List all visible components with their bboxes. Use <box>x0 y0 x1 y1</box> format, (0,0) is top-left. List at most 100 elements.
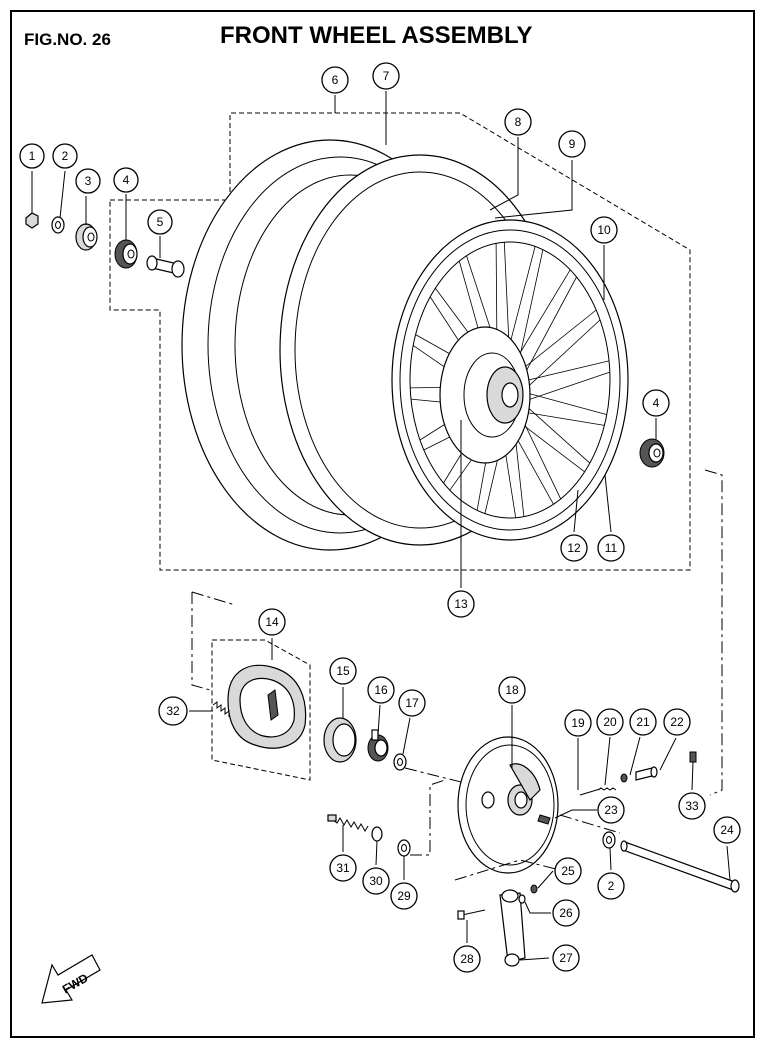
brake-shoes <box>227 664 307 749</box>
callout-9: 9 <box>558 130 586 158</box>
callout-16: 16 <box>367 676 395 704</box>
svg-text:19: 19 <box>571 716 585 730</box>
spoke <box>517 276 577 387</box>
callout-23: 23 <box>597 796 625 824</box>
callout-17: 17 <box>398 689 426 717</box>
svg-text:13: 13 <box>454 597 468 611</box>
brake-panel-part-18 <box>457 736 559 874</box>
fwd-arrow-icon: FWD <box>41 954 101 1004</box>
spoke <box>517 371 610 404</box>
svg-text:25: 25 <box>561 864 575 878</box>
svg-text:15: 15 <box>336 664 350 678</box>
washer-part-30 <box>371 826 383 842</box>
spoke <box>516 360 610 384</box>
svg-text:14: 14 <box>265 615 279 629</box>
callout-18: 18 <box>498 676 526 704</box>
callout-32: 32 <box>158 696 188 726</box>
callout-19: 19 <box>564 709 592 737</box>
spring-part-31 <box>327 814 369 832</box>
svg-text:5: 5 <box>157 215 164 229</box>
svg-text:1: 1 <box>29 149 36 163</box>
svg-text:24: 24 <box>720 823 734 837</box>
svg-text:17: 17 <box>405 696 419 710</box>
callout-1: 1 <box>19 143 45 169</box>
callout-30: 30 <box>362 867 390 895</box>
svg-text:29: 29 <box>397 889 411 903</box>
guide-line-mid <box>404 767 466 784</box>
callout-28: 28 <box>453 945 481 973</box>
callout-2-lower: 2 <box>597 872 625 900</box>
spring-part-32 <box>212 701 230 717</box>
washer-part-2 <box>51 216 65 234</box>
callout-25: 25 <box>554 857 582 885</box>
guide-line-left-top <box>191 591 236 606</box>
hub-disc <box>439 326 531 464</box>
svg-text:32: 32 <box>166 704 180 718</box>
svg-text:30: 30 <box>369 874 383 888</box>
spoke <box>518 399 591 464</box>
spoke <box>514 410 605 426</box>
callout-2: 2 <box>52 143 78 169</box>
washer-part-17 <box>393 753 407 771</box>
callout-22: 22 <box>663 708 691 736</box>
svg-text:16: 16 <box>374 683 388 697</box>
svg-text:21: 21 <box>636 715 650 729</box>
callout-8: 8 <box>504 108 532 136</box>
spoke <box>512 309 597 378</box>
callout-14: 14 <box>258 608 286 636</box>
collar-part-3 <box>75 223 98 251</box>
callout-12: 12 <box>560 534 588 562</box>
figure-number: FIG.NO. 26 <box>24 30 111 49</box>
callout-26: 26 <box>552 899 580 927</box>
svg-text:28: 28 <box>460 952 474 966</box>
callout-3: 3 <box>75 168 101 194</box>
spoke <box>518 319 601 396</box>
bolt-part-23 <box>537 814 551 825</box>
svg-text:11: 11 <box>605 541 618 555</box>
svg-text:4: 4 <box>123 173 130 187</box>
diagram-frame <box>10 10 755 1038</box>
spacer-part-5 <box>146 255 185 278</box>
svg-text:23: 23 <box>604 803 618 817</box>
washer-part-29 <box>397 839 411 857</box>
guide-line-axle <box>559 814 621 834</box>
svg-text:18: 18 <box>505 683 519 697</box>
bolt-part-28 <box>457 909 486 920</box>
callout-4-right: 4 <box>642 389 670 417</box>
grease-nipple-part-33 <box>689 751 697 763</box>
callout-6: 6 <box>321 66 349 94</box>
callout-7: 7 <box>372 62 400 90</box>
svg-text:26: 26 <box>559 906 573 920</box>
speedo-parts-19-22 <box>579 766 658 796</box>
callout-5: 5 <box>147 209 173 235</box>
figure-title: FRONT WHEEL ASSEMBLY <box>220 22 533 49</box>
dust-seal-part-15 <box>323 717 357 763</box>
callout-4: 4 <box>113 167 139 193</box>
callout-29: 29 <box>390 882 418 910</box>
wheel-group-outline <box>109 112 691 571</box>
callout-33: 33 <box>678 792 706 820</box>
svg-text:6: 6 <box>332 73 339 87</box>
guide-line-left <box>191 592 211 691</box>
svg-text:20: 20 <box>603 715 617 729</box>
svg-text:3: 3 <box>85 174 92 188</box>
callout-21: 21 <box>629 708 657 736</box>
leader-lines <box>31 91 731 961</box>
svg-text:7: 7 <box>383 69 390 83</box>
svg-text:8: 8 <box>515 115 522 129</box>
callout-31: 31 <box>329 854 357 882</box>
callout-13: 13 <box>447 590 475 618</box>
svg-text:10: 10 <box>597 223 611 237</box>
callout-20: 20 <box>596 708 624 736</box>
svg-text:2: 2 <box>608 879 615 893</box>
svg-text:31: 31 <box>336 861 350 875</box>
axle-part-24 <box>620 840 740 893</box>
callout-10: 10 <box>590 216 618 244</box>
cam-lever-part-27 <box>499 889 526 967</box>
bearing-part-4-right <box>639 438 665 468</box>
nut-part-1 <box>25 212 39 229</box>
bearing-part-4-left <box>114 239 138 269</box>
washer-part-26 <box>518 894 526 904</box>
svg-text:27: 27 <box>559 951 573 965</box>
